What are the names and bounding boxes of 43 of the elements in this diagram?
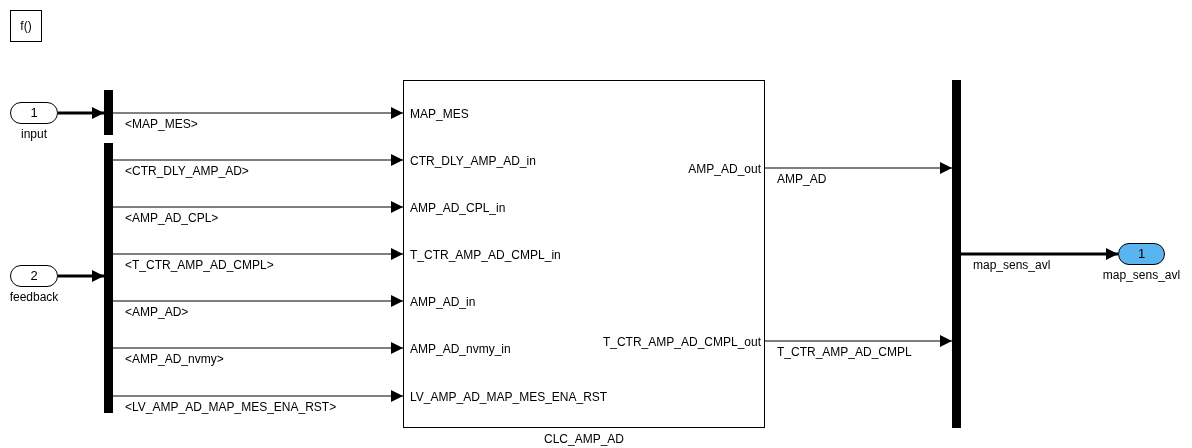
block-name: map_sens_avl <box>1102 267 1181 284</box>
signal-arrow <box>112 107 404 119</box>
block-name: input <box>21 126 47 143</box>
bus-bar <box>104 90 113 135</box>
signal-label: <AMP_AD_CPL> <box>125 211 219 225</box>
block-name: CLC_AMP_AD <box>544 431 624 448</box>
block-name: feedback <box>9 289 59 306</box>
signal-label: AMP_AD <box>777 172 827 186</box>
signal-label: <T_CTR_AMP_AD_CMPL> <box>125 258 274 272</box>
signal-label: map_sens_avl <box>973 258 1051 272</box>
signal-label: <AMP_AD> <box>125 305 189 319</box>
inport-terminal: 2 <box>10 265 58 287</box>
signal-label: <MAP_MES> <box>125 117 198 131</box>
outport-terminal: 1 <box>1118 243 1165 265</box>
port-label: AMP_AD_CPL_in <box>410 201 506 215</box>
function-block: f() <box>10 10 42 42</box>
port-label: T_CTR_AMP_AD_CMPL_in <box>410 248 561 262</box>
bus-arrow <box>58 270 104 282</box>
signal-arrow <box>764 335 953 347</box>
port-label: LV_AMP_AD_MAP_MES_ENA_RST <box>410 390 608 404</box>
port-label: AMP_AD_out <box>688 162 761 176</box>
signal-arrow <box>764 162 953 174</box>
port-label: CTR_DLY_AMP_AD_in <box>410 154 536 168</box>
signal-label: <LV_AMP_AD_MAP_MES_ENA_RST> <box>125 400 337 414</box>
signal-arrow <box>112 295 404 307</box>
port-label: MAP_MES <box>410 107 469 121</box>
signal-label: <CTR_DLY_AMP_AD> <box>125 164 249 178</box>
signal-arrow <box>112 390 404 402</box>
signal-label: T_CTR_AMP_AD_CMPL <box>777 345 912 359</box>
inport-terminal: 1 <box>10 102 58 124</box>
signal-arrow <box>112 248 404 260</box>
subsystem-block <box>403 80 765 428</box>
bus-bar <box>104 143 113 413</box>
bus-arrow <box>961 248 1118 260</box>
signal-label: <AMP_AD_nvmy> <box>125 352 224 366</box>
signal-arrow <box>112 154 404 166</box>
port-label: AMP_AD_nvmy_in <box>410 342 511 356</box>
bus-bar <box>952 80 961 428</box>
bus-arrow <box>58 107 104 119</box>
port-label: T_CTR_AMP_AD_CMPL_out <box>602 335 761 349</box>
signal-arrow <box>112 342 404 354</box>
signal-arrow <box>112 201 404 213</box>
port-label: AMP_AD_in <box>410 295 476 309</box>
